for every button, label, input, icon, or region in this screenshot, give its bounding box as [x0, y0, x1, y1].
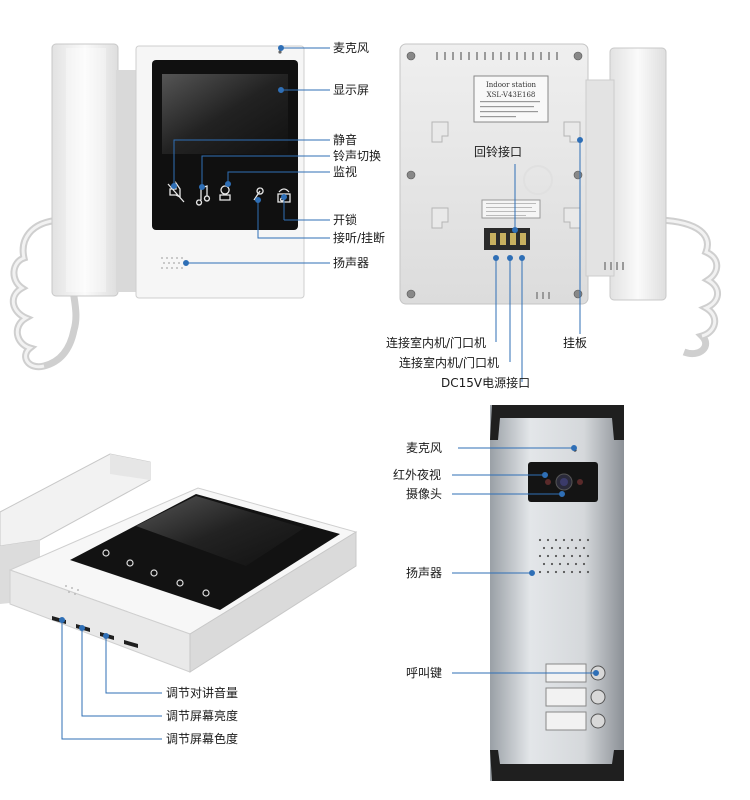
ir-led — [545, 479, 551, 485]
speaker-grille — [161, 257, 183, 269]
callout-door-speaker: 扬声器 — [406, 566, 443, 580]
ring-switch-icon — [126, 559, 134, 567]
vent-slots — [436, 52, 624, 299]
callout-door-ir-night: 红外夜视 — [393, 468, 442, 482]
callout-front-mute: 静音 — [333, 133, 358, 147]
callout-front-unlock: 开锁 — [333, 213, 358, 227]
call-button-2 — [590, 689, 606, 705]
unlock-icon — [253, 187, 264, 201]
callout-side-volume: 调节对讲音量 — [166, 686, 239, 700]
bottom-cap — [490, 750, 624, 781]
door-station — [452, 405, 624, 781]
answer-icon — [202, 589, 210, 597]
callout-front-screen: 显示屏 — [333, 83, 370, 97]
monitor-icon — [150, 569, 158, 577]
terminal-label — [481, 199, 541, 219]
screen — [136, 496, 304, 566]
monitor-front — [9, 43, 330, 371]
callout-side-brightness: 调节屏幕亮度 — [166, 709, 239, 723]
callout-door-call-key: 呼叫键 — [406, 666, 443, 680]
handset — [609, 47, 667, 301]
screen — [162, 74, 288, 154]
callout-door-camera: 摄像头 — [406, 487, 443, 501]
speaker-grille — [538, 538, 590, 574]
label-line1: Indoor station — [486, 81, 537, 89]
callout-front-monitor: 监视 — [333, 165, 358, 179]
callout-back-mount-plate: 挂板 — [563, 336, 588, 350]
product-label — [473, 75, 549, 123]
mute-icon — [102, 549, 110, 557]
callout-door-mic: 麦克风 — [406, 441, 443, 455]
callout-front-ring-switch: 铃声切换 — [333, 149, 382, 163]
mount-slots — [431, 121, 581, 229]
callout-front-mic: 麦克风 — [333, 41, 370, 55]
top-cap — [490, 405, 624, 440]
callout-front-answer: 接听/挂断 — [333, 231, 386, 245]
callout-side-color: 调节屏幕色度 — [166, 732, 239, 746]
monitor-side — [0, 453, 358, 740]
callout-front-speaker: 扬声器 — [333, 256, 370, 270]
call-button-3 — [590, 713, 606, 729]
call-panel — [545, 663, 606, 731]
ring-switch-icon — [195, 185, 211, 206]
monitor-back: Indoor station XSL-V43E168 — [399, 43, 721, 382]
callout-back-conn-b: 连接室内机/门口机 — [399, 356, 500, 370]
label-line2: XSL-V43E168 — [487, 91, 536, 99]
callout-back-dc-port: DC15V电源接口 — [441, 376, 531, 390]
unlock-icon — [176, 579, 184, 587]
mic-dot — [278, 50, 282, 54]
monitor-icon — [219, 185, 231, 201]
callout-back-chime-port: 回铃接口 — [474, 145, 523, 159]
callout-back-conn-a: 连接室内机/门口机 — [386, 336, 487, 350]
